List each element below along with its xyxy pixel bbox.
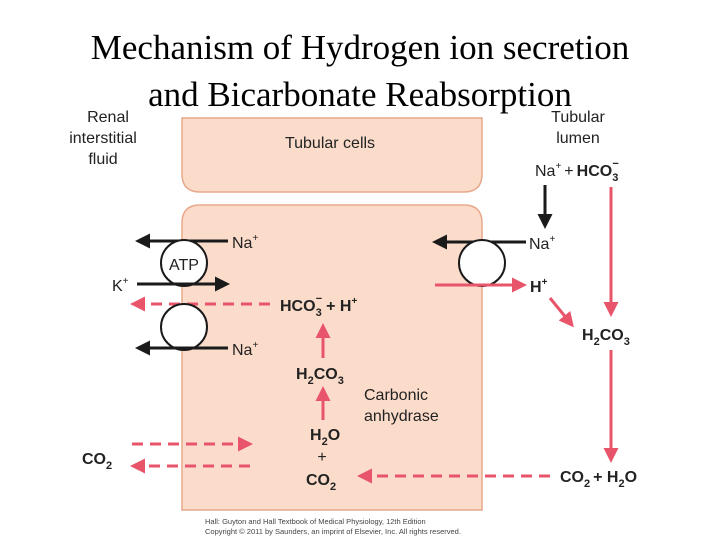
lumen-co2-h2o-label: CO2+ H2O: [560, 469, 637, 490]
na-h-exchanger: [458, 239, 506, 287]
svg-text:Tubular: Tubular: [551, 109, 605, 126]
credit-line-2: Copyright © 2011 by Saunders, an imprint…: [205, 527, 461, 536]
svg-text:interstitial: interstitial: [69, 130, 137, 147]
renal-interstitial-fluid-label: Renal interstitial fluid: [69, 109, 137, 168]
svg-text:anhydrase: anhydrase: [364, 408, 439, 425]
pump-na-label: Na+: [232, 233, 258, 252]
svg-text:lumen: lumen: [556, 130, 600, 147]
tubular-lumen-label: Tubular lumen: [551, 109, 605, 147]
lower-tubular-cell: [181, 204, 483, 511]
cell-hco3-h-label: HCO3−+ H+: [280, 293, 357, 319]
tubular-cells-label: Tubular cells: [285, 135, 375, 152]
exchanger-h-label: H+: [530, 277, 548, 296]
title-line-2: and Bicarbonate Reabsorption: [148, 75, 572, 114]
na-hco3-cotransporter: [160, 303, 208, 351]
figure-credit: Hall: Guyton and Hall Textbook of Medica…: [205, 517, 535, 537]
credit-line-1: Hall: Guyton and Hall Textbook of Medica…: [205, 517, 426, 526]
cell-h2co3-label: H2CO3: [296, 366, 344, 387]
exchanger-na-label: Na+: [529, 234, 555, 253]
carbonic-anhydrase-label: Carbonic anhydrase: [364, 387, 439, 425]
atp-label: ATP: [169, 257, 199, 274]
svg-text:fluid: fluid: [88, 151, 117, 168]
svg-text:Renal: Renal: [87, 109, 129, 126]
title-line-1: Mechanism of Hydrogen ion secretion: [90, 28, 630, 67]
lumen-h2co3-label: H2CO3: [582, 327, 630, 348]
cotransport-na-label: Na+: [232, 340, 258, 359]
lumen-na-hco3-label: Na++HCO3−: [535, 158, 619, 184]
cell-h2o-label: H2O: [310, 427, 340, 448]
interstitial-co2-label: CO2: [82, 451, 112, 472]
cell-co2-label: CO2: [306, 472, 336, 493]
cell-plus-sign: +: [317, 449, 326, 466]
upper-tubular-cell: [181, 117, 483, 193]
na-k-atpase-pump: [160, 239, 208, 287]
slide-title: Mechanism of Hydrogen ion secretion and …: [0, 24, 720, 118]
svg-text:Carbonic: Carbonic: [364, 387, 428, 404]
lumen-h-to-h2co3-arrow: [548, 297, 574, 328]
pump-k-label: K+: [112, 276, 129, 295]
